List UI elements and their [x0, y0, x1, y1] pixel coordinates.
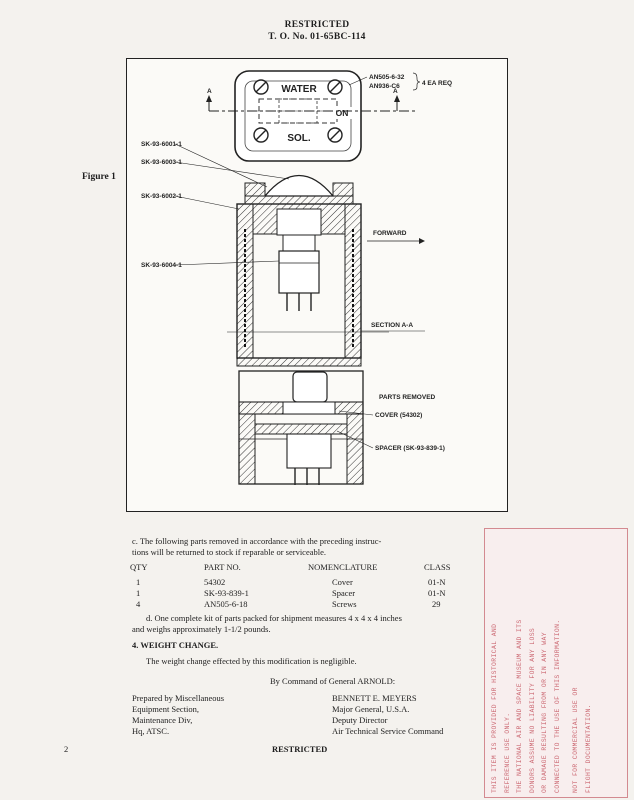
cell-nomenclature: Cover: [332, 577, 353, 587]
signature-org: Air Technical Service Command: [332, 726, 444, 736]
stamp-line: CONNECTED TO THE USE OF THIS INFORMATION…: [553, 619, 561, 793]
section-mark-right: A: [393, 88, 398, 95]
screw-icon: [253, 79, 269, 95]
stamp-line: THIS ITEM IS PROVIDED FOR HISTORICAL AND: [491, 623, 498, 793]
screw-icon: [327, 79, 343, 95]
cell-qty: 4: [136, 599, 141, 609]
technical-drawing: WATER ON SOL. A A AN505-6-32 AN936-C6 4 …: [141, 70, 452, 485]
section-mark-left: A: [207, 88, 212, 95]
callout-cover: COVER (54302): [375, 412, 422, 419]
plate-word-on: ON: [336, 108, 349, 118]
footer-restricted: RESTRICTED: [272, 744, 328, 754]
para-d-line2: and weighs approximately 1-1/2 pounds.: [132, 624, 271, 634]
prepared-line2: Equipment Section,: [132, 704, 200, 714]
cell-class: 01-N: [428, 577, 446, 587]
table-row: 4 AN505-6-18 Screws 29: [136, 599, 486, 611]
signature-rank: Major General, U.S.A.: [332, 704, 410, 714]
cell-nomenclature: Spacer: [332, 588, 356, 598]
header-restricted: RESTRICTED: [284, 20, 350, 30]
figure-label: Figure 1: [82, 172, 116, 182]
command-line: By Command of General ARNOLD:: [270, 676, 396, 686]
cell-part: SK-93-839-1: [204, 588, 249, 598]
callout-6004: SK-93-6004-1: [141, 262, 182, 269]
stamp-line: REFERENCE USE ONLY.: [503, 712, 511, 793]
table-header-qty: QTY: [130, 562, 148, 572]
plate-view: WATER ON SOL. A A AN505-6-32 AN936-C6 4 …: [206, 70, 452, 162]
table-header-nomenclature: NOMENCLATURE: [308, 562, 378, 572]
para-c-line1: c. The following parts removed in accord…: [132, 536, 382, 546]
screw-icon: [253, 127, 269, 143]
prepared-line4: Hq, ATSC.: [132, 726, 170, 736]
section-view: FORWARD SECTION A-A SK-93-6001-1 SK-93-6…: [141, 141, 425, 367]
callout-spacer: SPACER (SK-93-839-1): [375, 445, 445, 452]
callout-parts-removed: PARTS REMOVED: [379, 394, 436, 401]
cell-class: 01-N: [428, 588, 446, 598]
stamp-line: DONORS ASSUME NO LIABILITY FOR ANY LOSS: [528, 627, 536, 793]
callout-an936: AN936-C6: [369, 83, 400, 90]
callout-qty-req: 4 EA REQ: [422, 80, 452, 87]
section4-text: The weight change effected by this modif…: [146, 656, 357, 666]
callout-6001: SK-93-6001-1: [141, 141, 182, 148]
table-header: QTY PART NO. NOMENCLATURE CLASS: [130, 562, 480, 574]
callout-an505: AN505-6-32: [369, 74, 405, 81]
plate-word-sol: SOL.: [287, 133, 311, 144]
callout-6003: SK-93-6003-1: [141, 159, 182, 166]
stamp-line: NOT FOR COMMERCIAL USE OR: [572, 687, 579, 793]
callout-forward: FORWARD: [373, 230, 407, 237]
para-c-line2: tions will be returned to stock if repar…: [132, 547, 327, 557]
callout-6002: SK-93-6002-1: [141, 193, 182, 200]
signature-title: Deputy Director: [332, 715, 388, 725]
table-header-class: CLASS: [424, 562, 451, 572]
prepared-line3: Maintenance Div,: [132, 715, 193, 725]
cell-class: 29: [432, 599, 441, 609]
order-number: T. O. No. 01-65BC-114: [268, 32, 366, 42]
section4-heading: 4. WEIGHT CHANGE.: [132, 640, 219, 650]
table-row: 1 SK-93-839-1 Spacer 01-N: [136, 588, 486, 600]
plate-word-water: WATER: [281, 84, 317, 95]
stamp-text: THIS ITEM IS PROVIDED FOR HISTORICAL AND…: [489, 531, 595, 793]
cell-qty: 1: [136, 588, 141, 598]
stamp-line: THE NATIONAL AIR AND SPACE MUSEUM AND IT…: [516, 619, 523, 793]
page-number: 2: [64, 744, 69, 754]
cell-part: 54302: [204, 577, 226, 587]
parts-removed-view: PARTS REMOVED COVER (54302) SPACER (SK-9…: [238, 370, 445, 485]
figure-frame: WATER ON SOL. A A AN505-6-32 AN936-C6 4 …: [126, 58, 508, 512]
signature-name: BENNETT E. MEYERS: [332, 693, 417, 703]
cell-nomenclature: Screws: [332, 599, 357, 609]
table-row: 1 54302 Cover 01-N: [136, 577, 486, 589]
stamp-line: OR DAMAGE RESULTING FROM OR IN ANY WAY: [541, 632, 548, 793]
cell-qty: 1: [136, 577, 141, 587]
cell-part: AN505-6-18: [204, 599, 248, 609]
para-d-line1: d. One complete kit of parts packed for …: [146, 613, 402, 623]
prepared-line1: Prepared by Miscellaneous: [132, 693, 225, 703]
screw-icon: [327, 127, 343, 143]
disclaimer-stamp: THIS ITEM IS PROVIDED FOR HISTORICAL AND…: [484, 528, 628, 798]
callout-section-aa: SECTION A-A: [371, 322, 413, 329]
table-header-part: PART NO.: [204, 562, 241, 572]
stamp-line: FLIGHT DOCUMENTATION.: [584, 704, 592, 793]
